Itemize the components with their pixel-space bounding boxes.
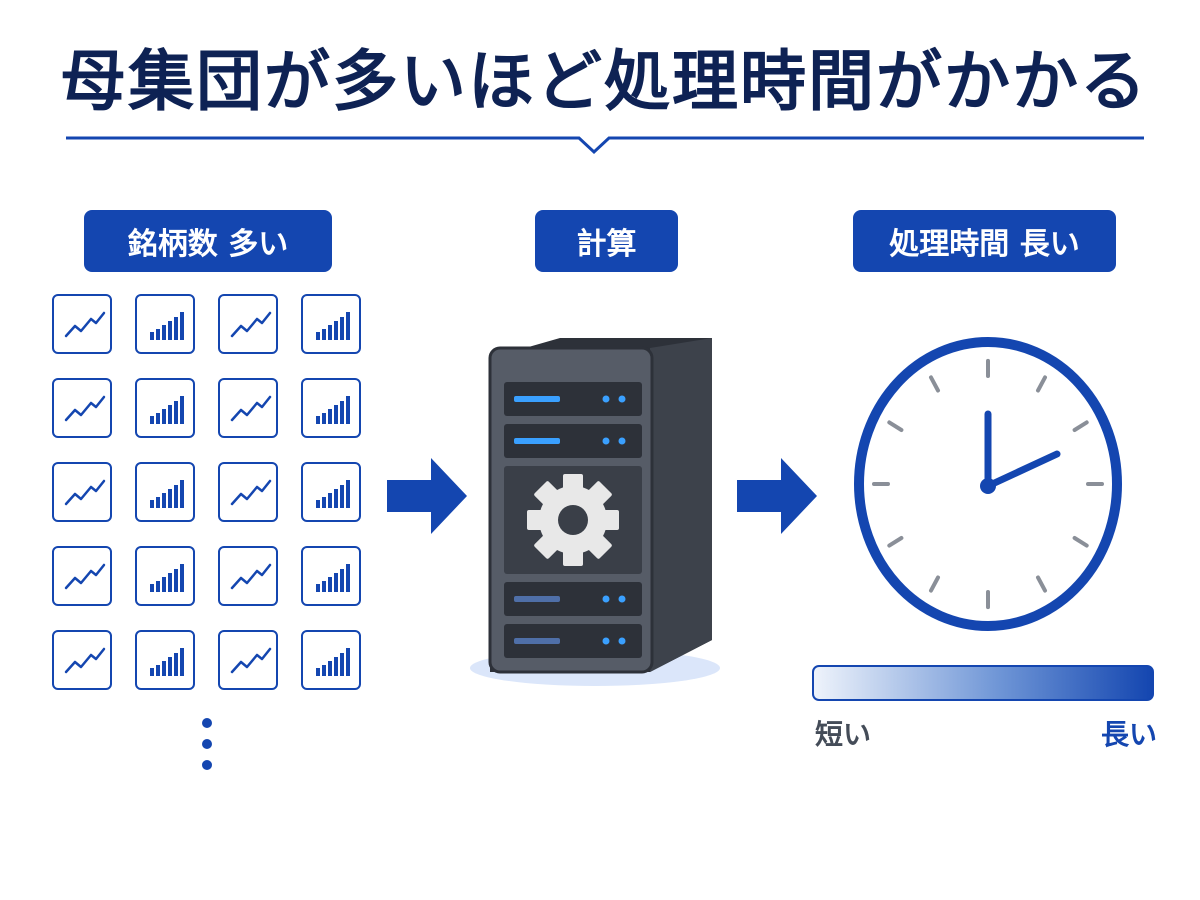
- right-arrow-icon: [387, 458, 467, 534]
- line-chart-icon: [218, 546, 278, 606]
- line-chart-icon: [52, 378, 112, 438]
- right-arrow-icon: [737, 458, 817, 534]
- bar-chart-icon: [135, 378, 195, 438]
- clock-icon: [854, 337, 1122, 631]
- step-label-output: 処理時間 長い: [853, 210, 1116, 272]
- bar-chart-icon: [301, 630, 361, 690]
- clock-tick: [929, 575, 940, 593]
- clock-tick: [929, 375, 940, 393]
- step-label-input: 銘柄数 多い: [84, 210, 332, 272]
- line-chart-icon: [218, 462, 278, 522]
- bar-chart-icon: [301, 378, 361, 438]
- line-chart-icon: [218, 294, 278, 354]
- line-chart-icon: [52, 462, 112, 522]
- clock-tick: [887, 536, 904, 548]
- vertical-ellipsis-icon: [202, 718, 212, 781]
- page-title: 母集団が多いほど処理時間がかかる: [60, 43, 1148, 120]
- line-chart-icon: [218, 630, 278, 690]
- clock-tick: [1036, 575, 1047, 593]
- clock-tick: [887, 420, 904, 432]
- clock-tick: [1072, 420, 1089, 432]
- line-chart-icon: [52, 546, 112, 606]
- bar-chart-icon: [301, 294, 361, 354]
- time-label-long: 長い: [1101, 718, 1158, 751]
- bar-chart-icon: [301, 546, 361, 606]
- bar-chart-icon: [135, 294, 195, 354]
- processing-time-bar: [812, 665, 1154, 701]
- step-label-compute: 計算: [535, 210, 678, 272]
- line-chart-icon: [52, 630, 112, 690]
- bar-chart-icon: [135, 462, 195, 522]
- bar-chart-icon: [135, 546, 195, 606]
- gear-icon: [527, 474, 619, 566]
- time-label-short: 短い: [815, 718, 872, 751]
- clock-tick: [1036, 375, 1047, 393]
- clock-tick: [1072, 536, 1089, 548]
- bar-chart-icon: [135, 630, 195, 690]
- server-icon: [470, 338, 720, 686]
- line-chart-icon: [218, 378, 278, 438]
- line-chart-icon: [52, 294, 112, 354]
- bar-chart-icon: [301, 462, 361, 522]
- title-divider: [66, 136, 1144, 155]
